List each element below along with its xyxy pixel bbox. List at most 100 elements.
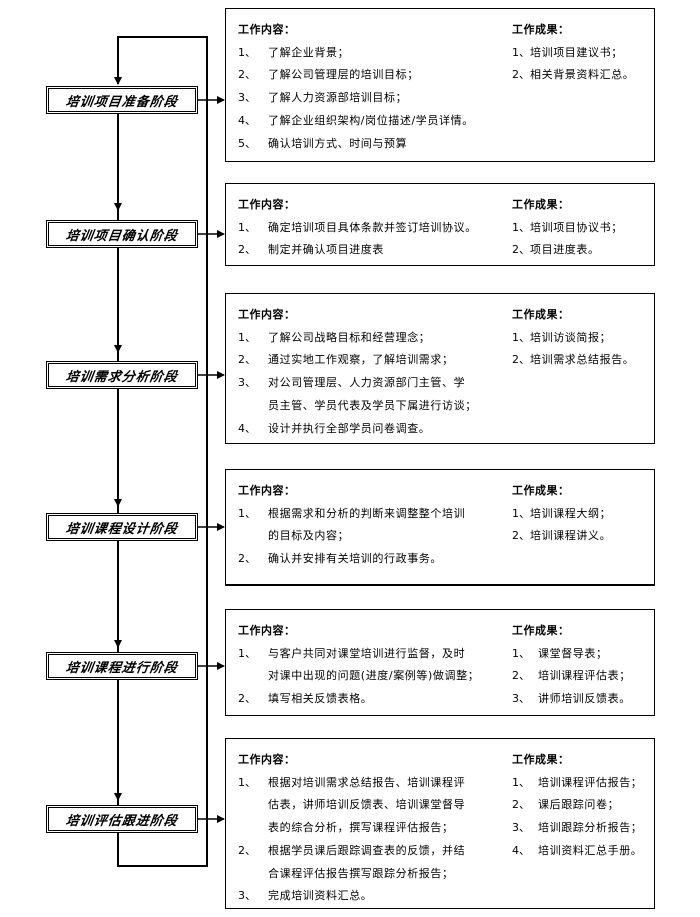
item-number: 1、 [238, 506, 256, 520]
work-content-column: 工作内容： 1、根据需求和分析的判断来调整整个培训的目标及内容； 2、确认并安排有关… [238, 480, 514, 571]
stage-label: 培训项目准备阶段 [64, 94, 179, 110]
item-text: 制定并确认项目进度表 [268, 243, 384, 257]
item-number: 2、 [512, 798, 530, 812]
item-number: 1、 [238, 45, 256, 59]
item-number: 3、 [512, 692, 530, 706]
item-text-continuation: 的目标及内容； [268, 529, 350, 543]
item-text: 对公司管理层、人力资源部门主管、学 [268, 376, 466, 390]
work-result-item: 2、培训需求总结报告。 [512, 349, 657, 372]
item-number: 4、 [512, 843, 530, 857]
work-content-heading: 工作内容： [238, 198, 296, 211]
item-text: 培训项目建议书； [530, 45, 623, 59]
item-number: 3、 [238, 91, 256, 105]
work-content-item: 1、了解企业背景； [238, 42, 514, 65]
work-results-heading: 工作成果： [512, 308, 570, 321]
item-text: 与客户共同对课堂培训进行监督，及时 [268, 646, 466, 660]
stage-course-design: 培训课程设计阶段 [46, 513, 198, 541]
item-number: 1、 [238, 646, 256, 660]
work-result-item: 1、培训项目协议书； [512, 217, 657, 240]
item-number: 2、 [512, 243, 530, 257]
work-result-item: 1、课堂督导表； [512, 643, 657, 666]
stage-label: 培训需求分析阶段 [64, 369, 179, 385]
work-content-item: 2、填写相关反馈表格。 [238, 688, 514, 711]
item-text: 培训课程大纲； [530, 506, 612, 520]
item-text-continuation: 合课程评估报告撰写跟踪分析报告； [268, 866, 454, 880]
item-text: 培训访谈简报； [530, 330, 612, 344]
item-number: 5、 [238, 136, 256, 150]
item-text: 完成培训资料汇总。 [268, 889, 373, 903]
item-text-continuation: 表的综合分析，撰写课程评估报告； [268, 821, 454, 835]
work-result-item: 1、培训课程大纲； [512, 503, 657, 526]
item-number: 2、 [238, 243, 256, 257]
stage-evaluation-followup: 培训评估跟进阶段 [46, 805, 198, 833]
item-text: 项目进度表。 [530, 243, 600, 257]
item-text: 培训需求总结报告。 [530, 353, 635, 367]
item-text: 课堂督导表； [538, 646, 608, 660]
item-number: 2、 [238, 843, 256, 857]
item-text: 培训项目协议书； [530, 220, 623, 234]
item-number: 3、 [238, 376, 256, 390]
work-results-column: 工作成果： 1、培训课程评估报告； 2、课后跟踪问卷；3、培训跟踪分析报告； 4、培训… [512, 749, 657, 863]
work-content-heading: 工作内容： [238, 753, 296, 766]
stage-detail-box: 工作内容：1、了解企业背景；2、了解公司管理层的培训目标；3、了解人力资源部培训… [225, 8, 655, 162]
item-text: 确认培训方式、时间与预算 [268, 136, 408, 150]
stage-detail-box: 工作内容：1、根据对培训需求总结报告、培训课程评估表，讲师培训反馈表、培训课堂督… [225, 738, 655, 909]
item-number: 3、 [512, 821, 530, 835]
stage-label: 培训课程设计阶段 [64, 521, 179, 537]
stage-label: 培训评估跟进阶段 [64, 813, 179, 829]
work-content-item: 2、确认并安排有关培训的行政事务。 [238, 548, 514, 571]
stage-detail-box: 工作内容：1、了解公司战略目标和经营理念；2、通过实地工作观察，了解培训需求；3… [225, 293, 655, 444]
item-text: 根据学员课后跟踪调查表的反馈，并结 [268, 843, 466, 857]
work-results-column: 工作成果：1、培训项目建议书；2、相关背景资料汇总。 [512, 19, 657, 87]
work-content-item: 1、了解公司战略目标和经营理念； [238, 327, 514, 350]
stage-label: 培训项目确认阶段 [64, 228, 179, 244]
work-results-heading: 工作成果： [512, 624, 570, 637]
work-content-heading: 工作内容： [238, 23, 296, 36]
work-content-column: 工作内容：1、根据对培训需求总结报告、培训课程评估表，讲师培训反馈表、培训课堂督… [238, 749, 514, 908]
item-text: 确认并安排有关培训的行政事务。 [268, 552, 442, 566]
item-number: 2、 [238, 692, 256, 706]
work-content-item: 3、了解人力资源部培训目标； [238, 87, 514, 110]
item-number: 2、 [238, 353, 256, 367]
work-results-heading: 工作成果： [512, 484, 570, 497]
item-text: 了解企业组织架构/岗位描述/学员详情。 [268, 113, 474, 127]
work-content-heading: 工作内容： [238, 484, 296, 497]
item-text: 设计并执行全部学员问卷调查。 [268, 421, 431, 435]
work-content-item: 2、了解公司管理层的培训目标； [238, 64, 514, 87]
work-results-heading: 工作成果： [512, 753, 570, 766]
work-results-heading: 工作成果： [512, 23, 570, 36]
work-content-column: 工作内容：1、与客户共同对课堂培训进行监督，及时对课中出现的问题(进度/案例等)… [238, 620, 514, 711]
item-number: 2、 [512, 529, 530, 543]
item-text-continuation: 估表，讲师培训反馈表、培训课堂督导 [268, 798, 466, 812]
work-content-item: 5、确认培训方式、时间与预算 [238, 133, 514, 156]
item-number: 2、 [512, 669, 530, 683]
item-number: 1、 [512, 775, 530, 789]
work-result-item: 2、培训课程评估表； [512, 665, 657, 688]
item-text: 培训跟踪分析报告； [538, 821, 643, 835]
item-text: 讲师培训反馈表。 [538, 692, 631, 706]
work-result-item: 3、培训跟踪分析报告； [512, 817, 657, 840]
work-results-column: 工作成果： 1、培训访谈简报；2、培训需求总结报告。 [512, 304, 657, 372]
work-content-item: 4、了解企业组织架构/岗位描述/学员详情。 [238, 110, 514, 133]
work-results-column: 工作成果：1、培训课程大纲；2、培训课程讲义。 [512, 480, 657, 548]
item-text: 培训课程评估报告； [538, 775, 643, 789]
work-content-item: 4、设计并执行全部学员问卷调查。 [238, 418, 514, 441]
item-text: 根据需求和分析的判断来调整整个培训 [268, 506, 466, 520]
item-number: 1、 [512, 45, 530, 59]
feedback-loop-line [114, 36, 208, 867]
work-result-item: 2、课后跟踪问卷； [512, 794, 657, 817]
work-content-column: 工作内容：1、了解企业背景；2、了解公司管理层的培训目标；3、了解人力资源部培训… [238, 19, 514, 155]
stage-detail-box: 工作内容：1、确定培训项目具体条款并签订培训协议。2、制定并确认项目进度表工作成… [225, 183, 655, 266]
work-content-heading: 工作内容： [238, 624, 296, 637]
item-text: 了解企业背景； [268, 45, 350, 59]
item-text: 了解公司战略目标和经营理念； [268, 330, 431, 344]
work-results-heading: 工作成果： [512, 198, 570, 211]
work-result-item: 1、培训访谈简报； [512, 327, 657, 350]
item-number: 4、 [238, 113, 256, 127]
item-text: 了解公司管理层的培训目标； [268, 68, 419, 82]
stage-course-delivery: 培训课程进行阶段 [46, 652, 198, 680]
item-number: 4、 [238, 421, 256, 435]
work-content-item: 1、确定培训项目具体条款并签订培训协议。 [238, 217, 514, 240]
work-result-item: 1、培训项目建议书； [512, 42, 657, 65]
